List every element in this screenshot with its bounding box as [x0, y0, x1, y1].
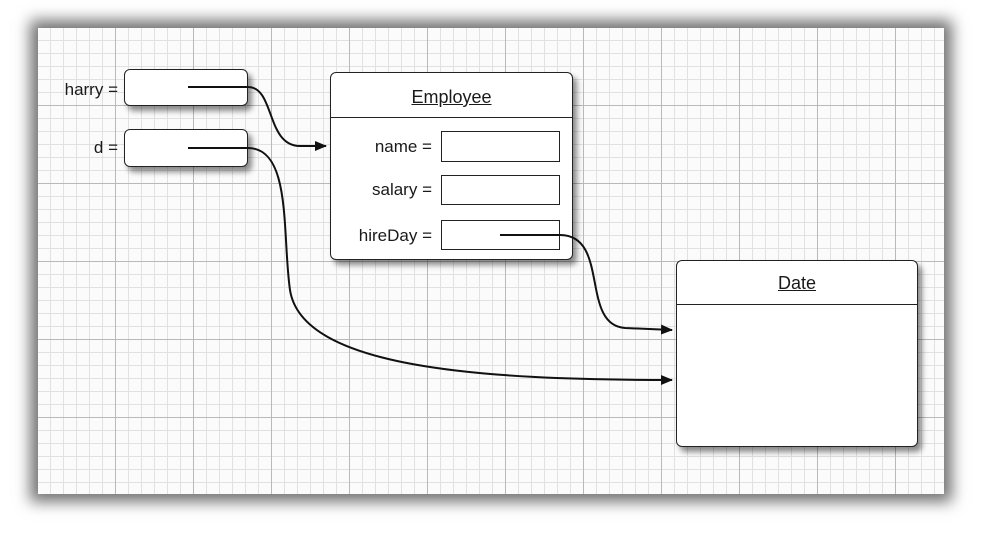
field-label-name: name =	[374, 137, 432, 156]
field-box-hireDay	[441, 220, 560, 250]
date-object: Date	[676, 260, 918, 447]
variable-box-d	[124, 129, 248, 167]
field-box-salary	[441, 175, 560, 205]
variable-box-harry	[124, 69, 248, 106]
employee-title: Employee	[411, 87, 492, 107]
employee-title-divider	[331, 117, 572, 118]
field-box-name	[441, 131, 560, 162]
field-label-salary: salary =	[372, 180, 432, 199]
variable-label-d: d =	[93, 138, 118, 157]
field-label-hireDay: hireDay =	[358, 226, 432, 245]
date-title: Date	[777, 273, 817, 293]
date-title-divider	[677, 304, 917, 305]
variable-label-harry: harry =	[64, 80, 118, 99]
